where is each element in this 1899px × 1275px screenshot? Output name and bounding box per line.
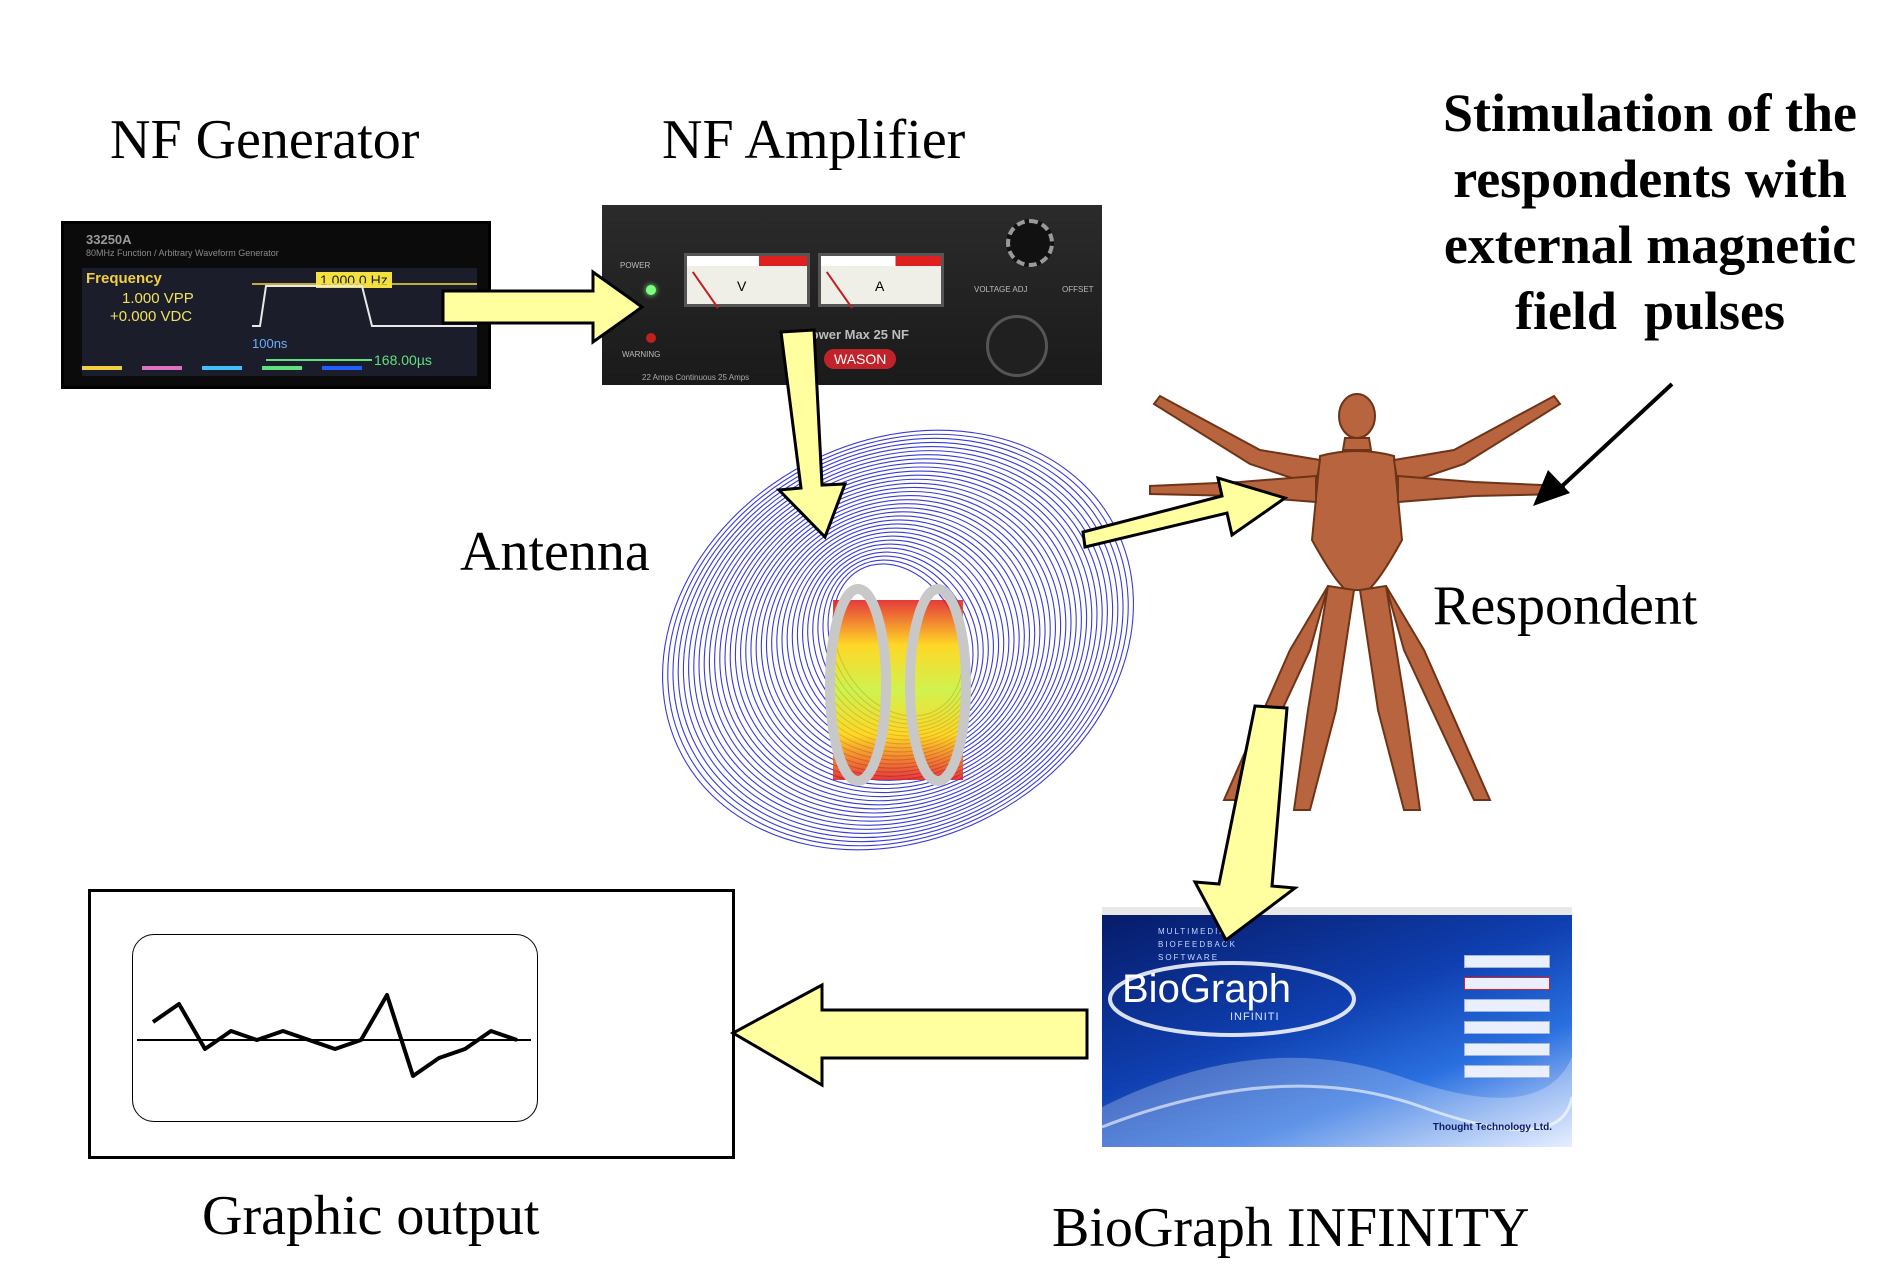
generator-vpp: 1.000 VPP [122, 290, 194, 307]
stimulation-line-1: Stimulation of the [1442, 83, 1858, 143]
generator-pulse-width: 168.00µs [374, 352, 432, 368]
amp-spec: 22 Amps Continuous 25 Amps [642, 373, 750, 382]
coil-left [825, 584, 891, 786]
coil-right [905, 584, 971, 786]
biograph-titlebar [1102, 907, 1572, 915]
menu-button-2 [1464, 977, 1550, 990]
menu-button-3 [1464, 999, 1550, 1012]
warning-led-icon [646, 333, 656, 343]
arrow-respondent-to-biograph [1192, 704, 1300, 943]
tagline-3: SOFTWARE [1158, 953, 1220, 962]
generator-waveform [82, 283, 477, 370]
stimulation-caption: Stimulation of the respondents with exte… [1410, 80, 1890, 344]
biograph-tagline: MULTIMEDIA BIOFEEDBACK SOFTWARE [1158, 925, 1237, 964]
stimulation-line-3: external magnetic [1443, 215, 1857, 275]
voltmeter: V [684, 253, 810, 309]
stimulation-line-4: field pulses [1514, 281, 1786, 341]
nf-generator-label: NF Generator [110, 109, 420, 171]
tagline-1: MULTIMEDIA [1158, 927, 1227, 936]
amp-warning-label: WARNING [622, 350, 661, 359]
biograph-logo: BioGraph [1122, 967, 1291, 1011]
biograph-swoosh [1102, 961, 1572, 1147]
arrow-biograph-to-output [729, 982, 1089, 1088]
generator-edge-time: 100ns [252, 336, 288, 351]
ammeter: A [818, 253, 944, 309]
biograph-screenshot: MULTIMEDIA BIOFEEDBACK SOFTWARE BioGraph… [1102, 907, 1572, 1147]
nf-amplifier-label: NF Amplifier [662, 109, 966, 171]
biograph-vendor: Thought Technology Ltd. [1432, 1122, 1552, 1133]
voltmeter-unit: V [737, 278, 747, 294]
socket-icon [986, 315, 1048, 377]
signal-trace [151, 993, 518, 1078]
nf-generator-image: 33250A 80MHz Function / Arbitrary Wavefo… [61, 221, 491, 389]
amplifier-model: Power Max 25 NF [802, 327, 909, 342]
arrow-generator-to-amplifier [441, 269, 645, 345]
amp-offset-label: OFFSET [1062, 285, 1094, 294]
power-led-icon [646, 285, 656, 295]
menu-button-4 [1464, 1021, 1550, 1034]
antenna-label: Antenna [460, 521, 650, 583]
stimulation-line-2: respondents with [1453, 149, 1847, 209]
graphic-output-label: Graphic output [202, 1185, 540, 1247]
menu-button-1 [1464, 955, 1550, 968]
biograph-logo-sub: INFINITI [1230, 1011, 1280, 1023]
generator-model: 33250A [86, 232, 132, 247]
amplifier-brand: WASON [824, 349, 897, 369]
generator-description: 80MHz Function / Arbitrary Waveform Gene… [86, 248, 279, 258]
menu-button-6 [1464, 1065, 1550, 1078]
generator-screen: Frequency 1.000 VPP +0.000 VDC 1,000.0 H… [82, 268, 477, 376]
ammeter-unit: A [875, 278, 885, 294]
biograph-label: BioGraph INFINITY [1052, 1197, 1530, 1259]
tagline-2: BIOFEEDBACK [1158, 940, 1237, 949]
arrow-antenna-to-respondent [1081, 475, 1289, 549]
stimulation-pointer [1533, 382, 1674, 506]
graphic-output-box [88, 889, 735, 1159]
respondent-label: Respondent [1433, 575, 1698, 637]
nf-amplifier-image: POWER WARNING V A VOLTAGE ADJ OFFSET Pow… [602, 205, 1102, 385]
generator-vdc: +0.000 VDC [110, 308, 193, 325]
arrow-amplifier-to-antenna [775, 328, 848, 540]
graphic-output-plot [137, 993, 531, 1078]
amp-power-label: POWER [620, 261, 651, 270]
field-core [833, 600, 963, 780]
amp-voltage-adj-label: VOLTAGE ADJ [974, 285, 1028, 294]
voltage-knob-icon [1006, 219, 1054, 267]
menu-button-5 [1464, 1043, 1550, 1056]
generator-frequency-label: Frequency [86, 270, 162, 287]
graphic-output-screen [132, 934, 538, 1122]
